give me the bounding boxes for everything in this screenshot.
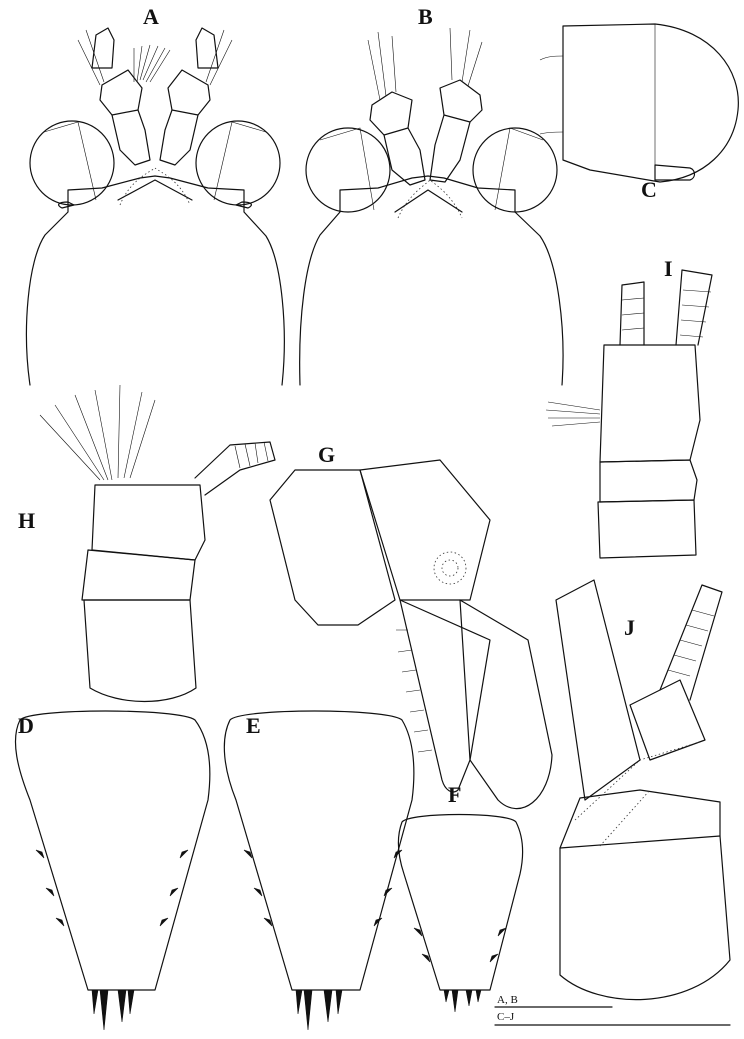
telson-e-lateral-spines	[243, 849, 403, 927]
j-annulations	[667, 609, 715, 677]
antennule-flagella-bases	[619, 269, 713, 346]
left-eye-b	[305, 127, 391, 213]
mandible-condyle-inner	[441, 559, 459, 577]
head-capsule-outline-b	[299, 175, 564, 386]
panel-label-b: B	[418, 4, 433, 29]
left-flagella	[77, 29, 105, 86]
right-eye	[195, 120, 281, 206]
scale-bar-ab-label: A, B	[497, 994, 518, 1006]
antenna-annulations	[234, 441, 269, 469]
antennule-segment-1	[599, 344, 701, 463]
telson-e-outline	[223, 710, 415, 991]
telson-d-lateral-spines	[35, 849, 189, 927]
panel-label-j: J	[624, 615, 635, 640]
panel-h-antenna: H	[18, 384, 276, 702]
panel-d-telson: D	[14, 710, 211, 1031]
panel-label-h: H	[18, 508, 35, 533]
eyestalk-lines	[539, 55, 564, 135]
left-eye	[29, 120, 115, 206]
right-eyestalk-tip	[235, 201, 252, 209]
telson-e-apical-spines	[295, 989, 343, 1031]
panel-b-head-ventral: B	[299, 4, 564, 386]
right-antennule-peduncle	[167, 69, 211, 116]
panel-a-head-dorsal: A	[25, 4, 285, 386]
left-antennule-peduncle	[99, 69, 143, 116]
panel-label-c: C	[641, 177, 657, 202]
j-flagellum	[659, 584, 723, 701]
panel-c-eye: C	[539, 23, 739, 202]
setae-tuft	[133, 44, 171, 83]
mandible-palp	[459, 599, 553, 810]
eye-papilla	[654, 164, 696, 181]
scale-bars: A, B C–J	[494, 994, 731, 1026]
telson-d-outline	[14, 710, 211, 991]
panel-label-i: I	[664, 256, 673, 281]
panel-i-antennule: I	[545, 256, 713, 559]
antenna-segment-1	[91, 484, 206, 561]
left-antennal-scale	[91, 27, 115, 69]
antennule-annulations	[621, 289, 712, 338]
j-scale	[555, 579, 641, 801]
panel-label-f: F	[448, 782, 461, 807]
right-peduncle-b	[439, 79, 483, 123]
panel-f-telson: F	[397, 782, 524, 1013]
right-flagella	[205, 29, 233, 86]
panel-label-a: A	[143, 4, 159, 29]
right-eye-division-b	[494, 127, 544, 211]
rostrum-b	[394, 189, 463, 213]
j-segment-middle	[559, 789, 721, 849]
right-eye-division	[213, 121, 267, 201]
rostrum	[117, 179, 193, 201]
panel-label-d: D	[18, 713, 34, 738]
mandible-molar	[399, 599, 491, 793]
right-flagella-b	[449, 27, 483, 87]
right-antennal-scale	[195, 27, 219, 69]
left-eye-division-b	[319, 127, 375, 211]
mandible-teeth	[396, 629, 433, 753]
panel-label-e: E	[246, 713, 261, 738]
left-eye-division	[43, 121, 97, 201]
eye-outline	[562, 23, 739, 183]
right-antennule-base	[159, 109, 199, 166]
mandible-body	[269, 469, 396, 626]
telson-f-outline	[397, 813, 524, 991]
antenna-segment-2	[81, 549, 196, 601]
rostral-dotted-outline	[119, 167, 191, 206]
antennule-segment-3	[597, 499, 697, 559]
mandible-process	[359, 459, 491, 601]
panel-g-mandible: G	[269, 442, 553, 810]
antenna-plumose-setae	[39, 384, 156, 481]
left-flagella-b	[367, 31, 397, 101]
antennule-setae	[545, 401, 601, 427]
right-eye-b	[472, 127, 558, 213]
left-peduncle-b	[369, 91, 413, 136]
right-base-b	[429, 114, 471, 183]
antenna-segment-3	[83, 599, 197, 702]
antennule-segment-2	[599, 459, 698, 503]
telson-f-apical-spines	[443, 989, 482, 1013]
rostral-dotted-outline-b	[397, 179, 463, 219]
mandible-condyle-dotted	[433, 551, 467, 585]
left-base-b	[383, 127, 426, 186]
head-capsule-outline	[25, 175, 285, 386]
left-eyestalk-tip	[58, 201, 75, 209]
antenna-flagellum-base	[194, 441, 276, 496]
scale-bar-cj-label: C–J	[497, 1011, 515, 1023]
j-dotted-outlines	[574, 741, 701, 847]
telson-f-lateral-spines	[413, 927, 507, 963]
panel-e-telson: E	[223, 710, 415, 1031]
telson-d-apical-spines	[91, 989, 135, 1031]
panel-label-g: G	[318, 442, 335, 467]
left-antennule-base	[111, 109, 151, 166]
j-peduncle-distal	[629, 679, 706, 761]
j-segment-basal	[559, 835, 731, 1001]
panel-j-antenna-ventral: J	[555, 579, 731, 1001]
